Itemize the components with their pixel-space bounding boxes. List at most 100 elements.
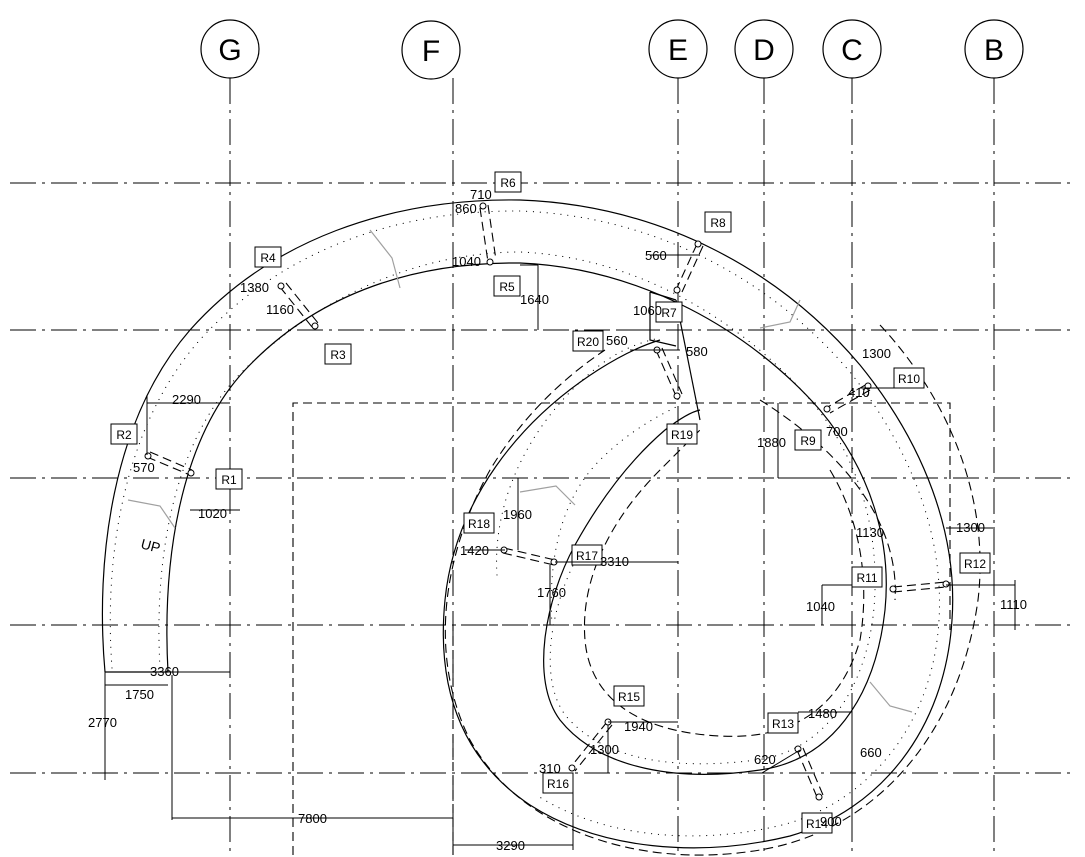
post-r20 — [655, 347, 683, 397]
dim-1110: 1110 — [1000, 597, 1027, 612]
core-outline-inner — [452, 624, 600, 855]
svg-text:R7: R7 — [661, 306, 677, 320]
dim-1300-a: 1300 — [862, 346, 891, 361]
joint-circles — [144, 202, 950, 801]
stair-tread-dots-core — [496, 337, 661, 576]
dim-7800: 7800 — [298, 811, 327, 826]
dim-1160: 1160 — [266, 302, 294, 317]
dim-1130: 1130 — [856, 525, 884, 540]
svg-text:R4: R4 — [260, 251, 276, 265]
tag-r19: R19 — [666, 423, 698, 445]
svg-text:R10: R10 — [898, 372, 920, 386]
dim-900: 900 — [820, 814, 842, 829]
svg-text:R8: R8 — [710, 216, 726, 230]
dim-410: 410 — [848, 385, 870, 400]
stair-tread-dots-outer — [109, 210, 941, 837]
svg-text:R19: R19 — [671, 428, 693, 442]
svg-text:R1: R1 — [221, 473, 237, 487]
dim-1020: 1020 — [198, 506, 227, 521]
dim-1940: 1940 — [624, 719, 653, 734]
grid-label-d: D — [753, 34, 775, 67]
svg-text:R2: R2 — [116, 428, 132, 442]
construction-arc-inner — [583, 429, 865, 737]
dim-1060: 1060 — [633, 303, 662, 318]
landing-edge-1 — [649, 291, 677, 301]
svg-text:R5: R5 — [499, 280, 515, 294]
grid-label-g: G — [218, 34, 241, 67]
dim-660: 660 — [860, 745, 882, 760]
dimension-lines — [104, 254, 1016, 850]
post-r14 — [796, 747, 824, 798]
spiral-stair — [101, 199, 981, 856]
stair-tread-dots-inner — [158, 251, 876, 765]
dim-3360: 3360 — [150, 664, 179, 679]
dim-710: 710 — [470, 187, 492, 202]
grid-bubble-c: C — [822, 19, 882, 79]
dim-700: 700 — [826, 424, 848, 439]
construction-arc-outer — [444, 324, 981, 856]
stair-tread-dots-core-inner — [550, 404, 681, 626]
svg-text:R9: R9 — [800, 434, 816, 448]
svg-text:R16: R16 — [547, 777, 569, 791]
tag-r13: R13 — [767, 712, 799, 734]
dim-860: 860 — [455, 201, 477, 216]
tag-r16: R16 — [542, 772, 574, 794]
handrail-mark-1 — [369, 229, 401, 289]
grid-bubbles: G F E D C B — [200, 19, 1024, 80]
grid-label-e: E — [668, 34, 688, 67]
dim-1040-b: 1040 — [806, 599, 835, 614]
dim-1420: 1420 — [460, 543, 489, 558]
dim-580: 580 — [686, 344, 708, 359]
dim-1760: 1760 — [537, 585, 566, 600]
dim-1880: 1880 — [757, 435, 786, 450]
tag-r7: R7 — [655, 301, 683, 323]
svg-text:R6: R6 — [500, 176, 516, 190]
tag-r20: R20 — [572, 330, 604, 352]
dim-1300-c: 1300 — [590, 742, 619, 757]
svg-text:R12: R12 — [964, 557, 986, 571]
post-r18 — [502, 547, 556, 566]
tag-r2: R2 — [110, 423, 138, 445]
tag-labels: R1 R2 R3 R4 R5 R6 R7 R8 R9 R10 R11 R12 R… — [110, 171, 991, 834]
svg-text:R20: R20 — [577, 335, 599, 349]
dim-1380: 1380 — [240, 280, 269, 295]
svg-text:R11: R11 — [856, 571, 877, 585]
dim-1640: 1640 — [520, 292, 549, 307]
tag-r5: R5 — [493, 275, 521, 297]
post-r6 — [479, 204, 497, 263]
post-r16 — [569, 721, 613, 772]
dim-2770: 2770 — [88, 715, 117, 730]
dim-1040: 1040 — [452, 254, 481, 269]
dimension-texts: 710 860 1040 1640 1380 1160 560 1060 560… — [88, 187, 1027, 853]
post-r8 — [675, 243, 704, 293]
tag-r11: R11 — [851, 566, 883, 588]
handrail-mark-3 — [759, 299, 801, 329]
svg-text:R13: R13 — [772, 717, 794, 731]
grid-label-b: B — [984, 34, 1004, 67]
grid-label-c: C — [841, 34, 863, 67]
handrail-mark-5 — [869, 681, 913, 713]
tag-r3: R3 — [324, 343, 352, 365]
background-outlines — [292, 402, 951, 855]
landing-outline — [649, 292, 677, 347]
dim-2290: 2290 — [172, 392, 201, 407]
grid-label-f: F — [422, 35, 440, 68]
dim-1750: 1750 — [125, 687, 154, 702]
tag-r4: R4 — [254, 246, 282, 268]
svg-text:R14: R14 — [806, 817, 828, 831]
dim-560-a: 560 — [645, 248, 667, 263]
dim-3310: 3310 — [600, 554, 629, 569]
dim-620: 620 — [754, 752, 776, 767]
core-outline — [292, 402, 951, 855]
grid-bubble-f: F — [401, 20, 461, 80]
post-r12 — [892, 581, 947, 593]
grid-bubble-e: E — [648, 19, 708, 79]
tag-r15: R15 — [613, 685, 645, 707]
tag-r1: R1 — [215, 468, 243, 490]
grid-bubble-d: D — [734, 19, 794, 79]
up-direction-label: UP — [139, 535, 162, 555]
svg-text:R17: R17 — [576, 549, 598, 563]
dim-570: 570 — [133, 460, 155, 475]
dim-1480: 1480 — [808, 706, 837, 721]
